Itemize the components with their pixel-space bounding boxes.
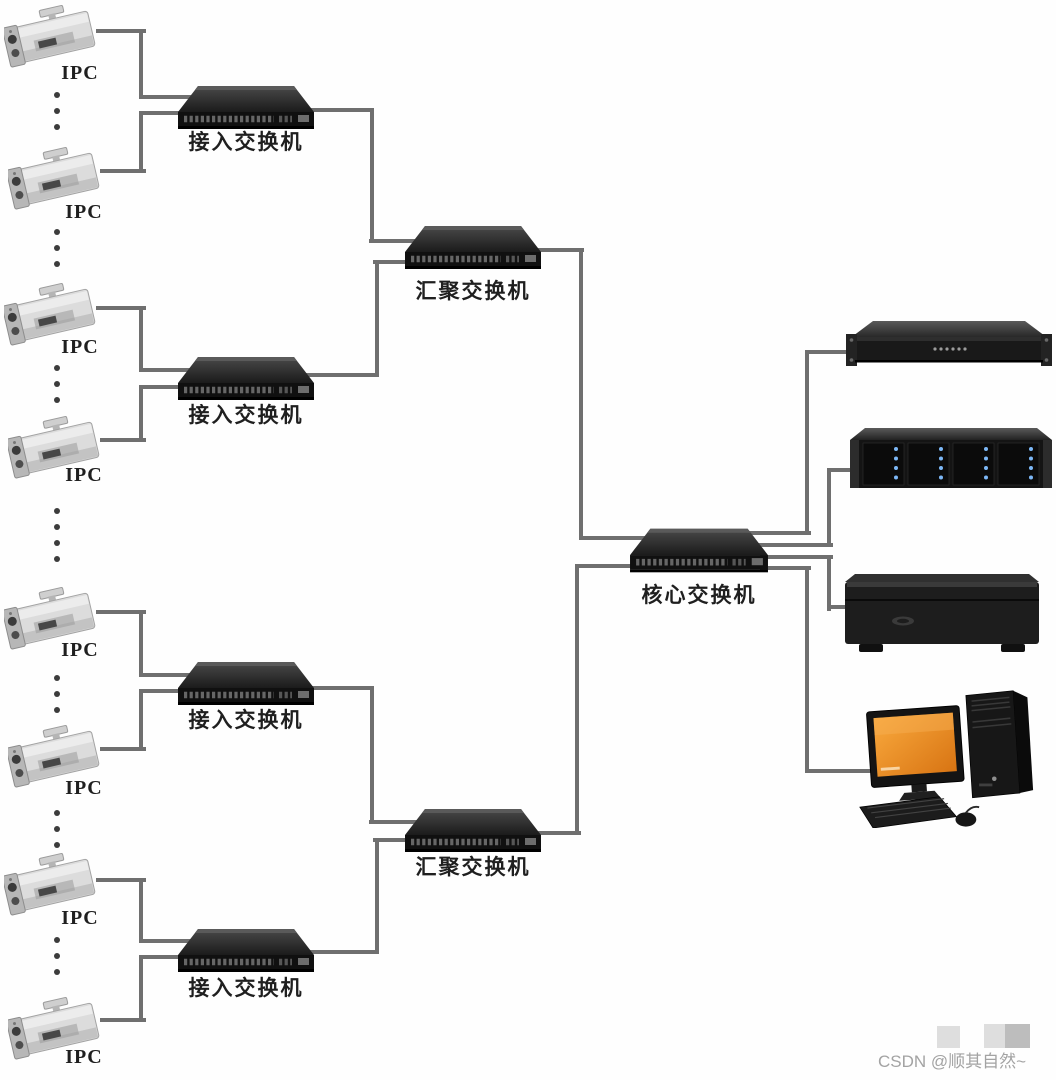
cable [375, 260, 379, 377]
cable [96, 878, 146, 882]
access-switch-icon [176, 658, 316, 708]
cable [139, 111, 200, 115]
cable [139, 385, 143, 442]
core-switch-label: 核心交换机 [641, 583, 757, 607]
cable [369, 239, 420, 243]
cable [96, 306, 146, 310]
cable [369, 820, 420, 824]
cable [139, 878, 143, 943]
ellipsis-dots [54, 92, 60, 140]
ipc-label: IPC [65, 777, 103, 799]
access-switch-label: 接入交换机 [188, 976, 304, 1000]
access-switch-icon [176, 82, 316, 132]
cable [373, 838, 420, 842]
aggregation-switch-label: 汇聚交换机 [415, 855, 531, 879]
cable [139, 95, 200, 99]
ellipsis-dots [54, 937, 60, 985]
cable [760, 566, 811, 570]
aggregation-switch-icon [403, 222, 543, 272]
cable [139, 939, 200, 943]
ipc-label: IPC [65, 201, 103, 223]
ipc-label: IPC [65, 1046, 103, 1068]
ipc-label: IPC [61, 639, 99, 661]
cable [300, 950, 379, 954]
cable [139, 673, 200, 677]
ipc-label: IPC [65, 464, 103, 486]
cable [139, 689, 143, 751]
cable [139, 689, 200, 693]
cable [100, 747, 146, 751]
cable [579, 536, 648, 540]
cable [827, 468, 831, 547]
workstation-pc-icon [856, 686, 1036, 828]
cable [805, 350, 809, 535]
access-switch-label: 接入交换机 [188, 403, 304, 427]
core-switch-icon [628, 524, 770, 576]
access-switch-label: 接入交换机 [188, 708, 304, 732]
ipc-label: IPC [61, 336, 99, 358]
access-switch-icon [176, 353, 316, 403]
cable [532, 831, 581, 835]
cable [300, 108, 374, 112]
ipc-label: IPC [61, 907, 99, 929]
cable [139, 306, 143, 372]
cable [370, 108, 374, 243]
cable [532, 248, 584, 252]
cable [370, 686, 374, 824]
storage-array-icon [848, 426, 1054, 492]
rack-server-icon [843, 318, 1055, 370]
nvr-box-icon [843, 572, 1041, 654]
ellipsis-dots [54, 810, 60, 858]
cable [579, 248, 583, 540]
ellipsis-dots [54, 365, 60, 413]
cable [96, 29, 146, 33]
cable [805, 769, 887, 773]
cable [139, 955, 143, 1022]
cable [139, 368, 200, 372]
cable [139, 955, 200, 959]
watermark-square [1005, 1024, 1030, 1048]
cable [827, 605, 853, 609]
cable [139, 29, 143, 99]
cable [575, 564, 640, 568]
cable [139, 385, 200, 389]
cable [373, 260, 420, 264]
cable [755, 543, 833, 547]
access-switch-label: 接入交换机 [188, 130, 304, 154]
cable [827, 555, 831, 611]
watermark-square [937, 1026, 960, 1048]
cable [96, 610, 146, 614]
cable [300, 373, 379, 377]
ellipsis-dots [54, 229, 60, 277]
cable [827, 468, 857, 472]
cable [100, 438, 146, 442]
cable [805, 566, 809, 773]
ellipsis-dots [54, 675, 60, 723]
ellipsis-dots [54, 508, 60, 572]
cable [760, 555, 833, 559]
access-switch-icon [176, 925, 316, 975]
cable [375, 838, 379, 954]
cable [300, 686, 374, 690]
aggregation-switch-label: 汇聚交换机 [415, 279, 531, 303]
cable [100, 1018, 146, 1022]
ipc-label: IPC [61, 62, 99, 84]
watermark-square [984, 1024, 1005, 1048]
cable [746, 531, 811, 535]
cable [139, 610, 143, 677]
cable [139, 111, 143, 173]
cable [575, 564, 579, 835]
cable [805, 350, 851, 354]
cable [100, 169, 146, 173]
aggregation-switch-icon [403, 805, 543, 855]
watermark-text: CSDN @顺其自然~ [878, 1052, 1027, 1071]
